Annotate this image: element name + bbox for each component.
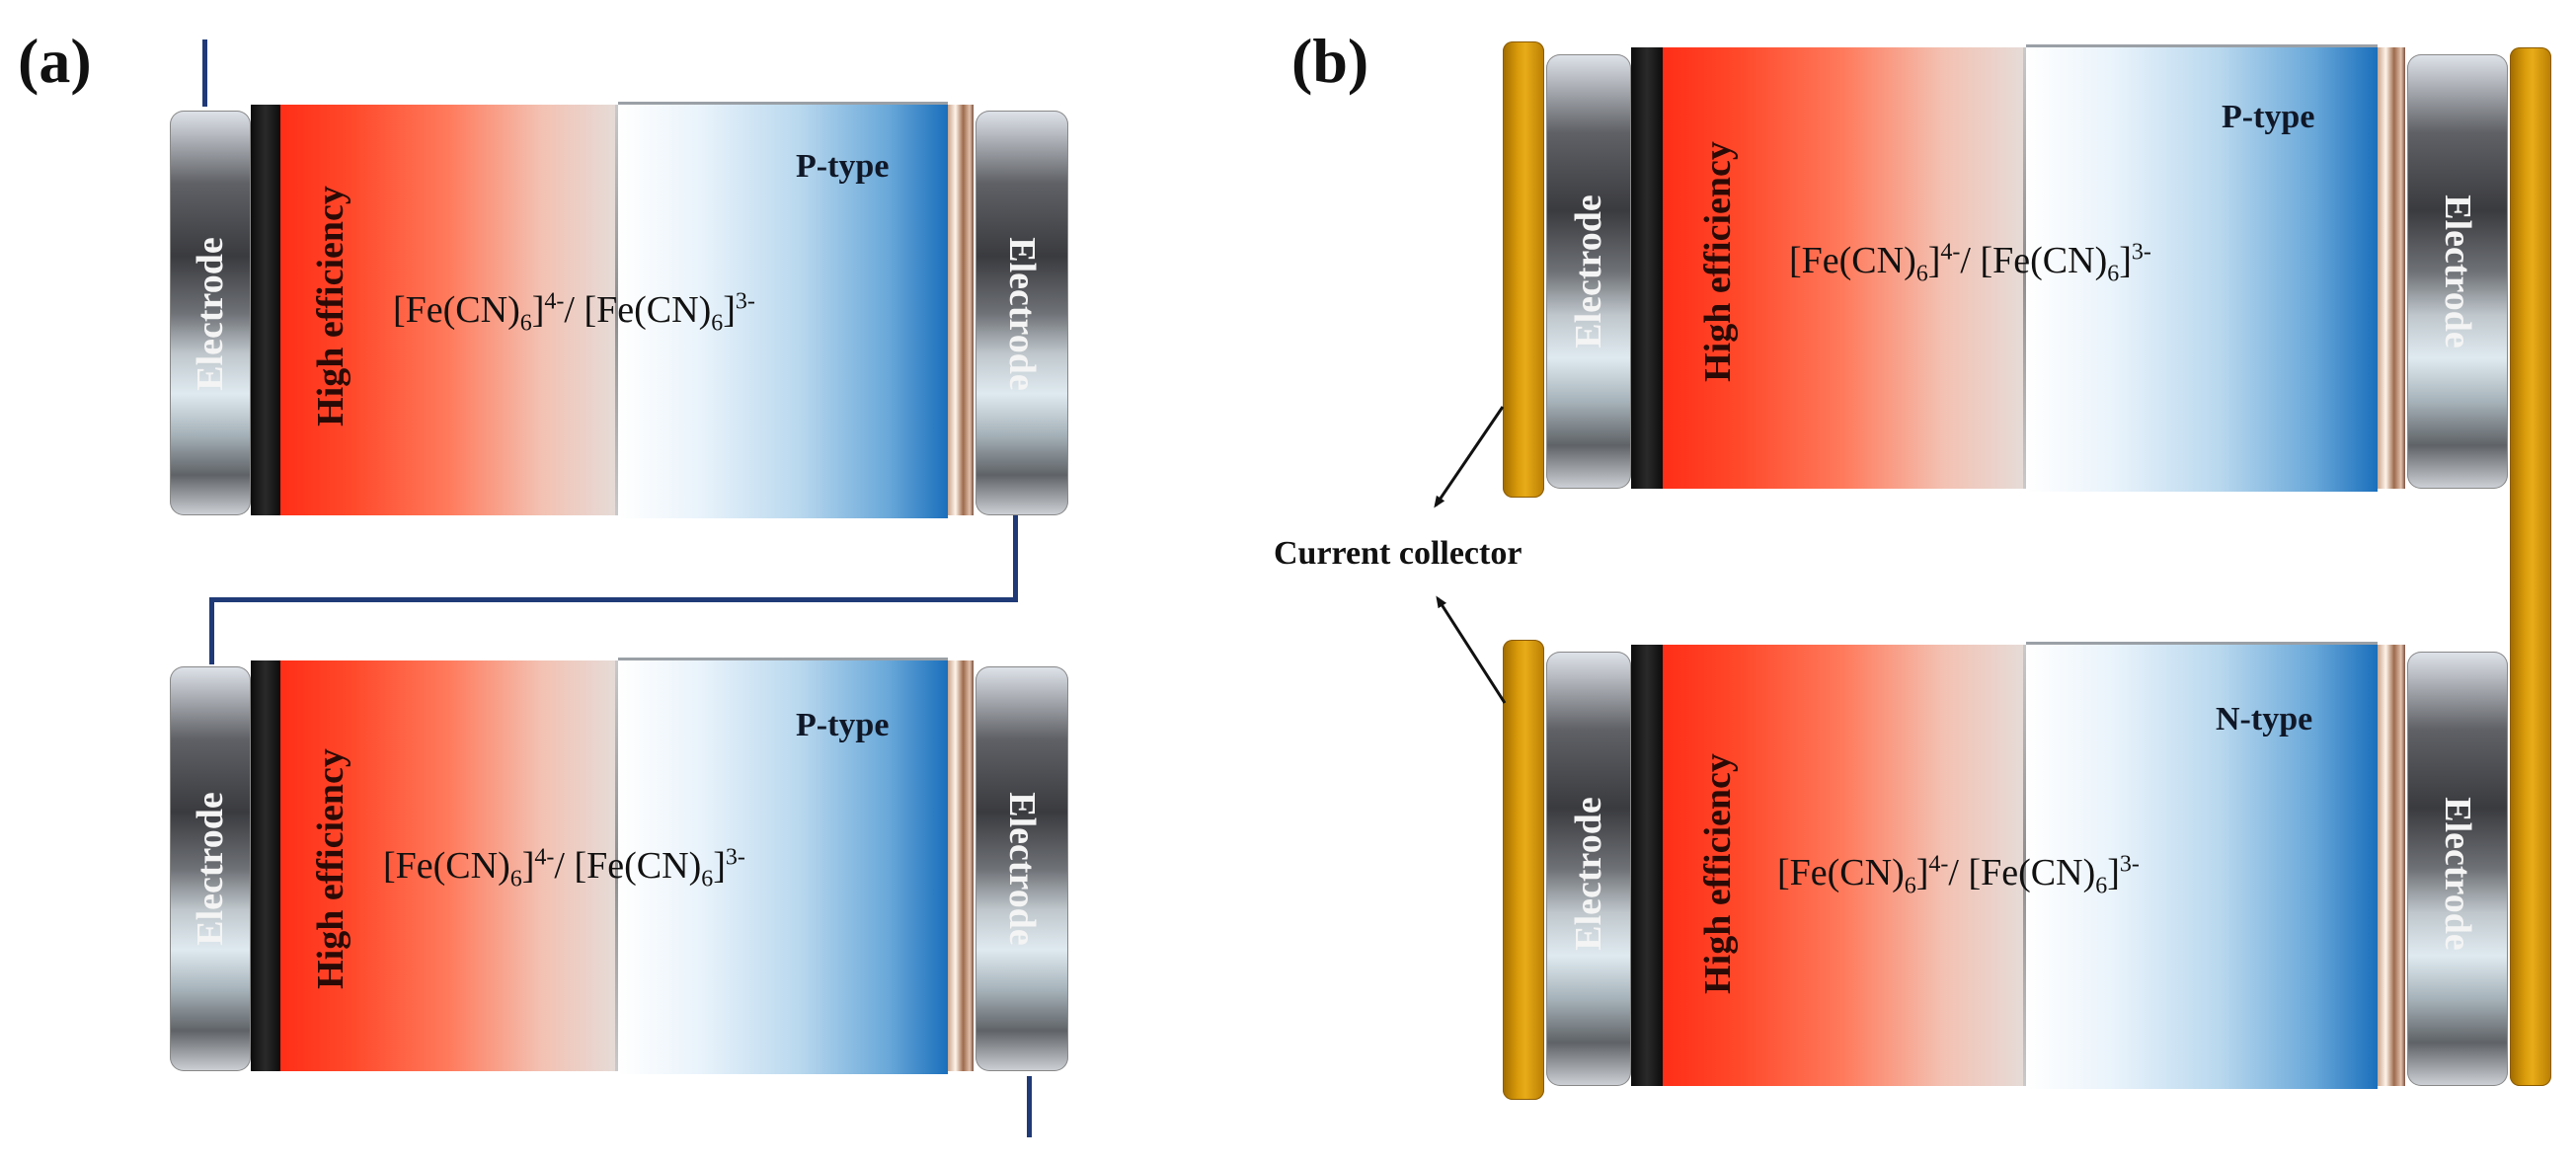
electrode-right [2407,652,2508,1086]
membrane [948,105,974,515]
electrode-left-label: Electrode [190,792,231,946]
electrode-right-label: Electrode [2437,194,2478,349]
redox-couple-formula: [Fe(CN)6]4-/ [Fe(CN)6]3- [383,844,745,892]
electrode-left-label: Electrode [1568,797,1609,951]
arrow-to-label-top [1434,406,1505,508]
high-efficiency-layer [280,105,616,515]
electrode-contact-layer [1631,645,1663,1086]
electrode-left [1546,54,1631,489]
collector-arrows [1434,406,1507,704]
current-collector-bottom-left [1503,640,1544,1100]
membrane [2378,47,2405,489]
redox-couple-formula: [Fe(CN)6]4-/ [Fe(CN)6]3- [1789,239,2151,287]
panel-label-a: (a) [18,26,92,96]
p-type-layer [618,102,948,518]
layer-interface [615,105,618,515]
wire-right-drop [1013,513,1018,602]
type-label: P-type [2222,99,2315,135]
wire-left-rise [209,597,214,664]
high-efficiency-label: High efficiency [1697,753,1739,994]
electrode-right-label: Electrode [1001,792,1043,946]
wire-bridge [209,597,1018,602]
electrode-left [170,666,251,1071]
high-efficiency-layer [1663,47,2024,489]
type-label: P-type [796,148,890,185]
n-type-layer [2026,642,2378,1089]
electrode-left [170,111,251,515]
current-collector-label: Current collector [1274,535,1522,572]
layer-interface [2023,47,2026,489]
type-label: P-type [796,707,890,743]
electrode-right-label: Electrode [1001,237,1043,391]
wire-top-lead [202,39,207,107]
electrode-left-label: Electrode [190,237,231,391]
p-type-layer [618,658,948,1074]
redox-couple-formula: [Fe(CN)6]4-/ [Fe(CN)6]3- [393,288,755,337]
high-efficiency-label: High efficiency [310,748,351,989]
electrode-contact-layer [1631,47,1663,489]
electrode-right [976,111,1068,515]
membrane [2378,645,2405,1086]
wire-bottom-lead [1027,1076,1032,1137]
panel-label-b: (b) [1291,26,1369,96]
electrode-contact-layer [251,660,280,1071]
arrow-to-label-bottom [1436,595,1507,704]
electrode-left-label: Electrode [1568,194,1609,349]
electrode-right-label: Electrode [2437,797,2478,951]
electrode-contact-layer [251,105,280,515]
membrane [948,660,974,1071]
electrode-left [1546,652,1631,1086]
high-efficiency-label: High efficiency [1697,141,1739,382]
high-efficiency-layer [1663,645,2024,1086]
redox-couple-formula: [Fe(CN)6]4-/ [Fe(CN)6]3- [1777,851,2140,899]
electrode-right [976,666,1068,1071]
p-type-layer [2026,44,2378,492]
current-collector-top-left [1503,41,1544,498]
high-efficiency-label: High efficiency [310,186,351,427]
electrode-right [2407,54,2508,489]
current-collector-right [2510,47,2551,1086]
layer-interface [2023,645,2026,1086]
type-label: N-type [2216,701,2313,737]
layer-interface [615,660,618,1071]
high-efficiency-layer [280,660,616,1071]
